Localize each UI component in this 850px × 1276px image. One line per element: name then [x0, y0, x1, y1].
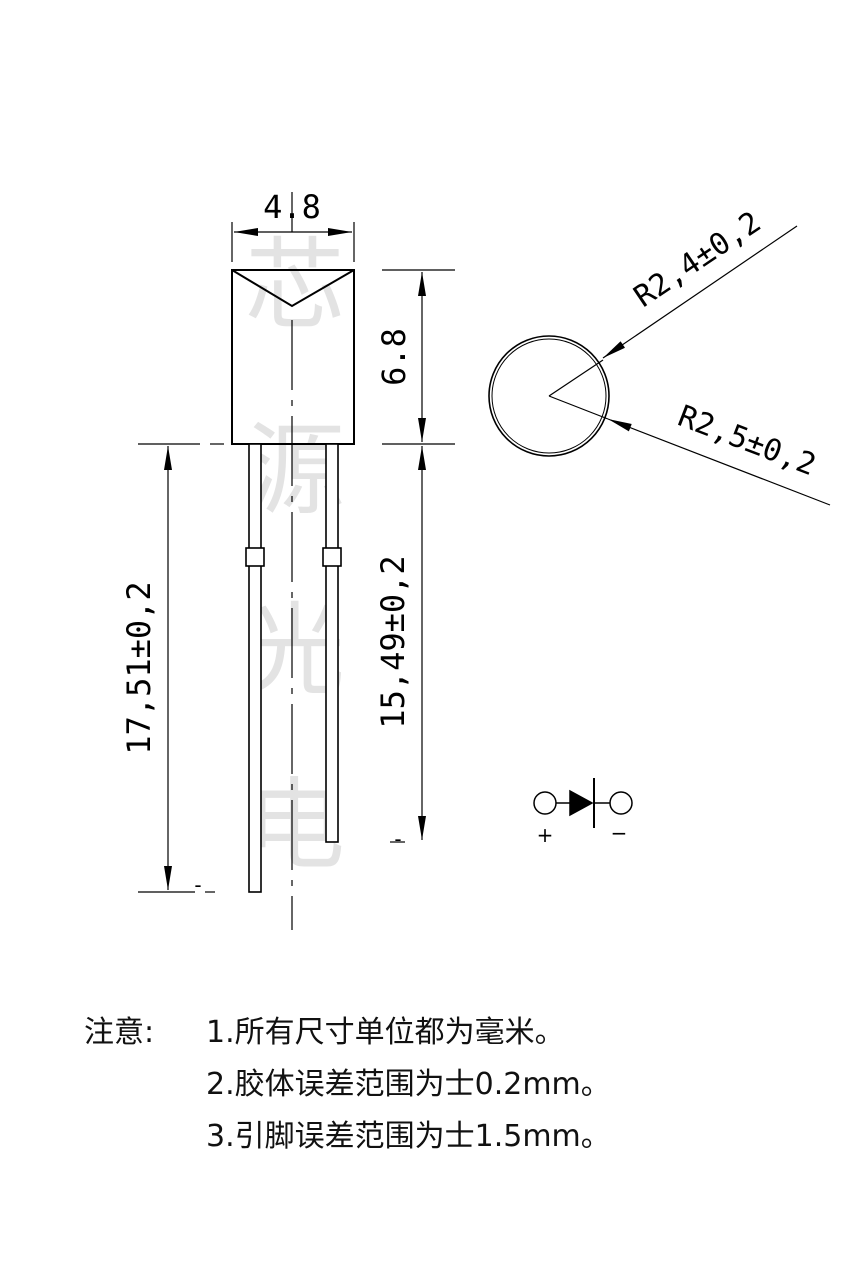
dim-width-label: 4.8 — [263, 188, 321, 226]
top-view-inner-circle — [491, 338, 607, 454]
lead-left-mark: - — [194, 873, 201, 897]
note-item-2: 2.胶体误差范围为士0.2mm。 — [206, 1067, 611, 1102]
dim-height-label: 6.8 — [375, 328, 413, 386]
radius-inner-leader — [607, 418, 831, 506]
led-body — [231, 269, 355, 445]
radius-inner-label: R2,5±0,2 — [673, 399, 820, 483]
dim-right-ext — [382, 269, 455, 843]
diode-triangle-icon — [569, 789, 594, 817]
top-view — [488, 225, 831, 506]
top-view-outer-circle — [488, 335, 610, 457]
leads — [245, 443, 342, 893]
body-outline — [231, 269, 355, 445]
anode-plus-label: + — [537, 823, 554, 847]
radius-outer-center — [548, 359, 604, 397]
note-item-3: 3.引脚误差范围为士1.5mm。 — [206, 1119, 611, 1154]
dim-lead-label: 15,49±0,2 — [374, 555, 412, 728]
dim-total-label: 17,51±0,2 — [120, 581, 158, 754]
note-item-1: 1.所有尺寸单位都为毫米。 — [206, 1015, 565, 1050]
notes-heading: 注意: — [84, 1015, 154, 1050]
anode-terminal-icon — [533, 791, 557, 815]
diode-symbol — [533, 778, 633, 828]
lead-left-stopper — [245, 547, 265, 567]
lead-right-mark: - — [394, 827, 401, 851]
dim-body-width — [231, 192, 355, 262]
notes: 注意: 1.所有尺寸单位都为毫米。 2.胶体误差范围为士0.2mm。 3.引脚误… — [84, 1015, 611, 1154]
lead-left — [248, 443, 262, 893]
lead-right-stopper — [322, 547, 342, 567]
watermark-char-1: 芯 — [245, 227, 345, 344]
lens-top-chamfer — [231, 269, 355, 308]
radius-outer-leader — [602, 225, 798, 359]
cathode-minus-label: − — [611, 821, 628, 845]
radius-inner-center — [548, 395, 609, 420]
radius-outer-label: R2,4±0,2 — [628, 205, 767, 315]
lead-right — [325, 443, 339, 843]
dim-total-length — [138, 443, 224, 893]
cathode-terminal-icon — [609, 791, 633, 815]
